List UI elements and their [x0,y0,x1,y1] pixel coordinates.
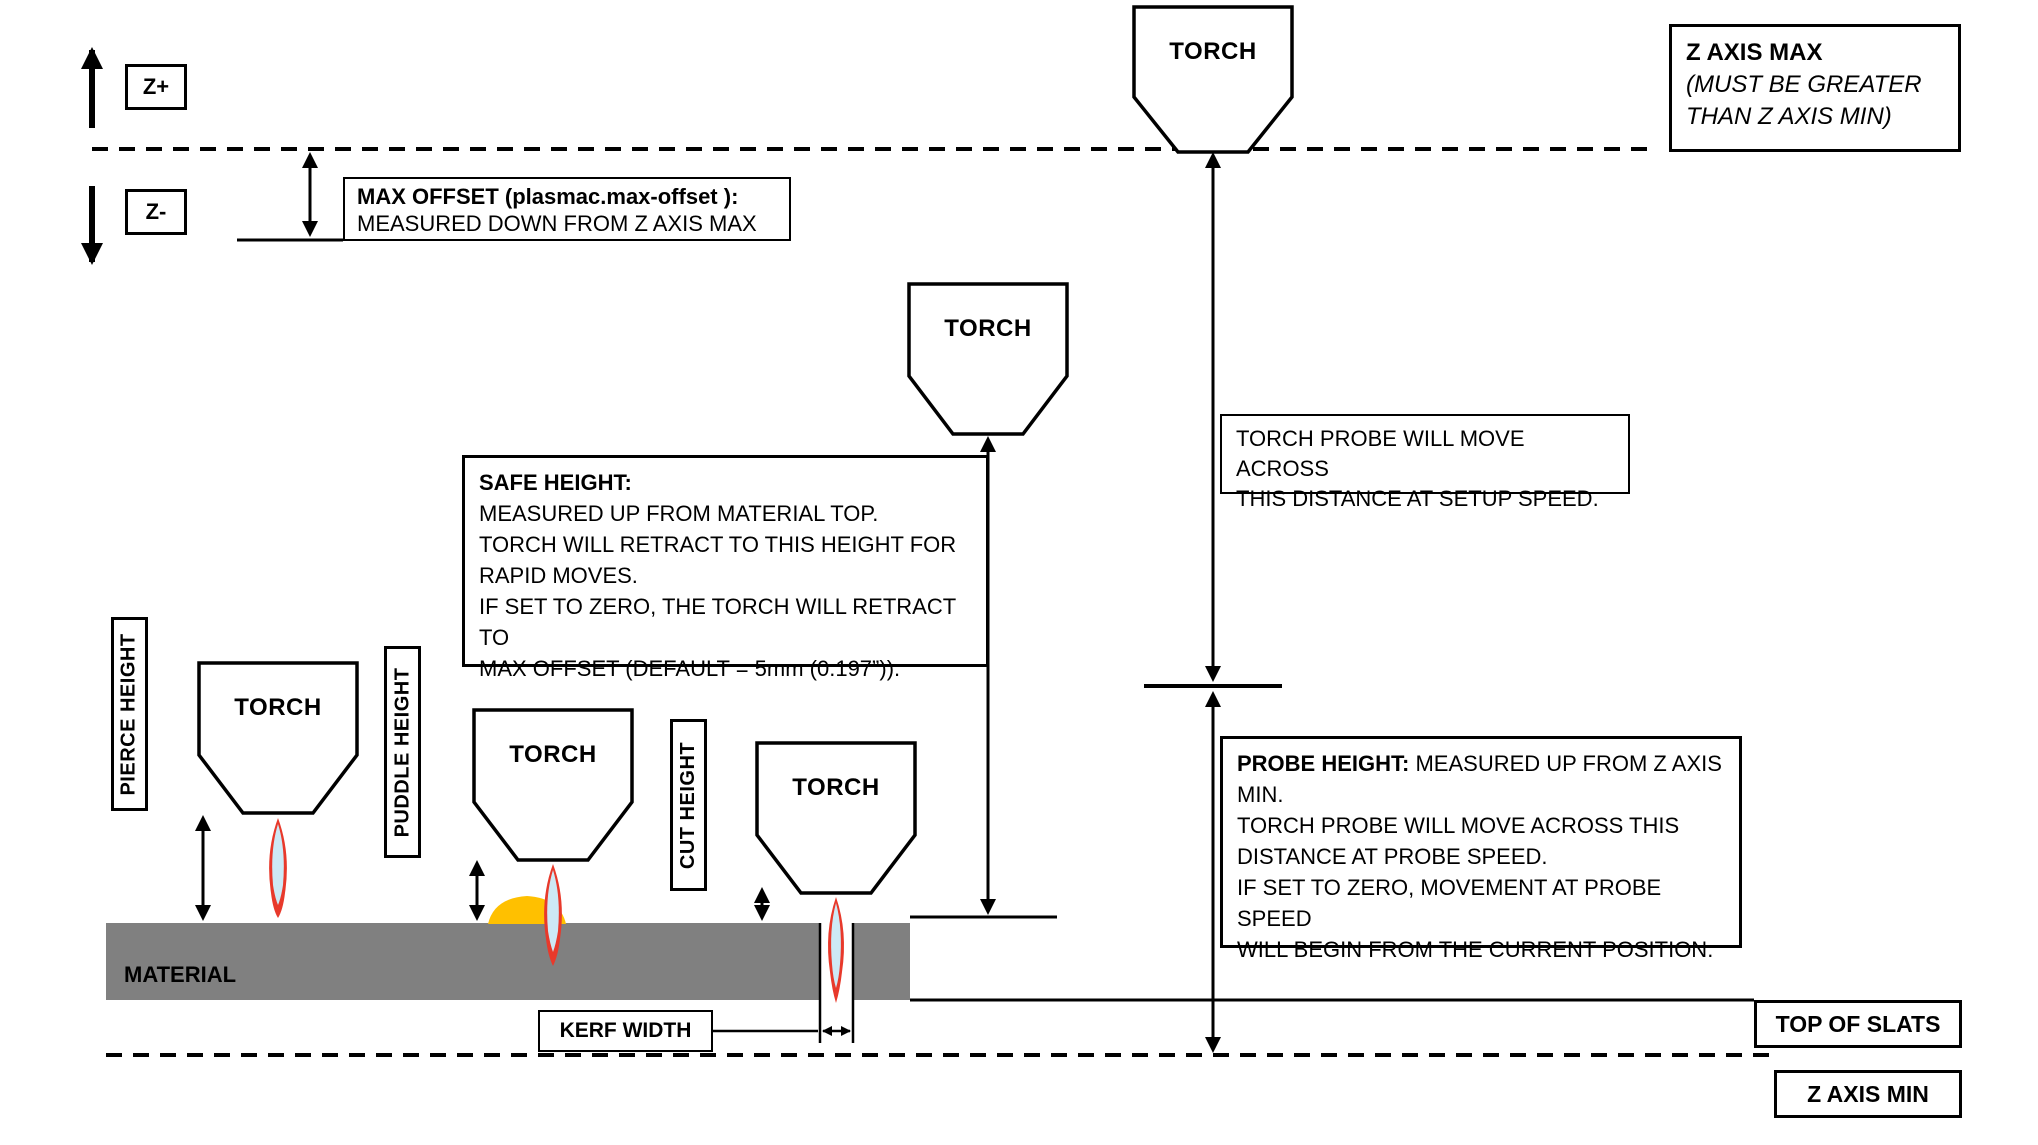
torch-label-cut: TORCH [792,774,880,801]
top-of-slats-box: TOP OF SLATS [1754,1000,1962,1048]
torch-label-top: TORCH [1169,38,1257,65]
probe-height-line4: IF SET TO ZERO, MOVEMENT AT PROBE SPEED [1237,875,1662,931]
cut-flame-icon [828,897,844,1003]
safe-height-line3: RAPID MOVES. [479,563,638,588]
puddle-flame-icon [544,864,562,966]
probe-height-line2: TORCH PROBE WILL MOVE ACROSS THIS [1237,813,1680,838]
z-axis-max-box: Z AXIS MAX (MUST BE GREATER THAN Z AXIS … [1669,24,1961,152]
max-offset-title: MAX OFFSET (plasmac.max-offset ): [357,184,739,209]
kerf-width-box: KERF WIDTH [538,1010,713,1052]
torch-label-puddle: TORCH [509,741,597,768]
torch-shape-top [1132,5,1294,154]
max-offset-body: MEASURED DOWN FROM Z AXIS MAX [357,211,757,236]
z-axis-max-note-line2: THAN Z AXIS MIN) [1686,103,1892,130]
pierce-height-label-box: PIERCE HEIGHT [111,617,148,811]
probe-height-line3: DISTANCE AT PROBE SPEED. [1237,844,1548,869]
probe-height-line1: MIN. [1237,782,1284,807]
torch-label-pierce: TORCH [234,694,322,721]
cut-height-label-box: CUT HEIGHT [670,719,707,891]
z-axis-min-label: Z AXIS MIN [1807,1080,1929,1107]
torch-shape-pierce [197,661,359,815]
probe-height-line5: WILL BEGIN FROM THE CURRENT POSITION. [1237,937,1714,962]
probe-height-title-line: PROBE HEIGHT: MEASURED UP FROM Z AXIS [1237,748,1725,779]
max-offset-box: MAX OFFSET (plasmac.max-offset ): MEASUR… [343,177,791,241]
safe-height-line4: IF SET TO ZERO, THE TORCH WILL RETRACT T… [479,594,956,650]
safe-height-line1: MEASURED UP FROM MATERIAL TOP. [479,501,879,526]
torch-probe-box: TORCH PROBE WILL MOVE ACROSS THIS DISTAN… [1220,414,1630,511]
torch-probe-line1: TORCH PROBE WILL MOVE ACROSS [1236,426,1525,481]
z-minus-label-box: Z- [125,189,187,235]
torch-shape-puddle [472,708,634,862]
z-axis-max-note-line1: (MUST BE GREATER [1686,71,1922,98]
torch-label-safe-height: TORCH [944,315,1032,342]
torch-shape-cut [755,741,917,895]
torch-shape-safe-height [907,282,1069,436]
safe-height-box: SAFE HEIGHT: MEASURED UP FROM MATERIAL T… [462,455,989,681]
top-of-slats-label: TOP OF SLATS [1775,1010,1941,1037]
safe-height-title: SAFE HEIGHT: [479,470,632,495]
material-slab [106,923,910,1000]
probe-height-title-rest: MEASURED UP FROM Z AXIS [1415,751,1722,776]
torch-probe-line2: THIS DISTANCE AT SETUP SPEED. [1236,486,1599,511]
z-axis-max-title: Z AXIS MAX [1686,39,1823,66]
puddle-height-label-box: PUDDLE HEIGHT [384,646,421,858]
safe-height-line5: MAX OFFSET (DEFAULT = 5mm (0.197”)). [479,656,901,681]
z-plus-label-box: Z+ [125,64,187,110]
pierce-flame-icon [269,818,287,918]
z-axis-min-box: Z AXIS MIN [1774,1070,1962,1118]
probe-height-title: PROBE HEIGHT: [1237,751,1410,776]
material-label: MATERIAL [124,962,237,987]
probe-height-box: PROBE HEIGHT: MEASURED UP FROM Z AXIS MI… [1220,736,1742,962]
safe-height-line2: TORCH WILL RETRACT TO THIS HEIGHT FOR [479,532,957,557]
kerf-width-label: KERF WIDTH [559,1019,692,1042]
z-minus-label: Z- [145,199,167,224]
z-plus-label: Z+ [142,74,170,99]
